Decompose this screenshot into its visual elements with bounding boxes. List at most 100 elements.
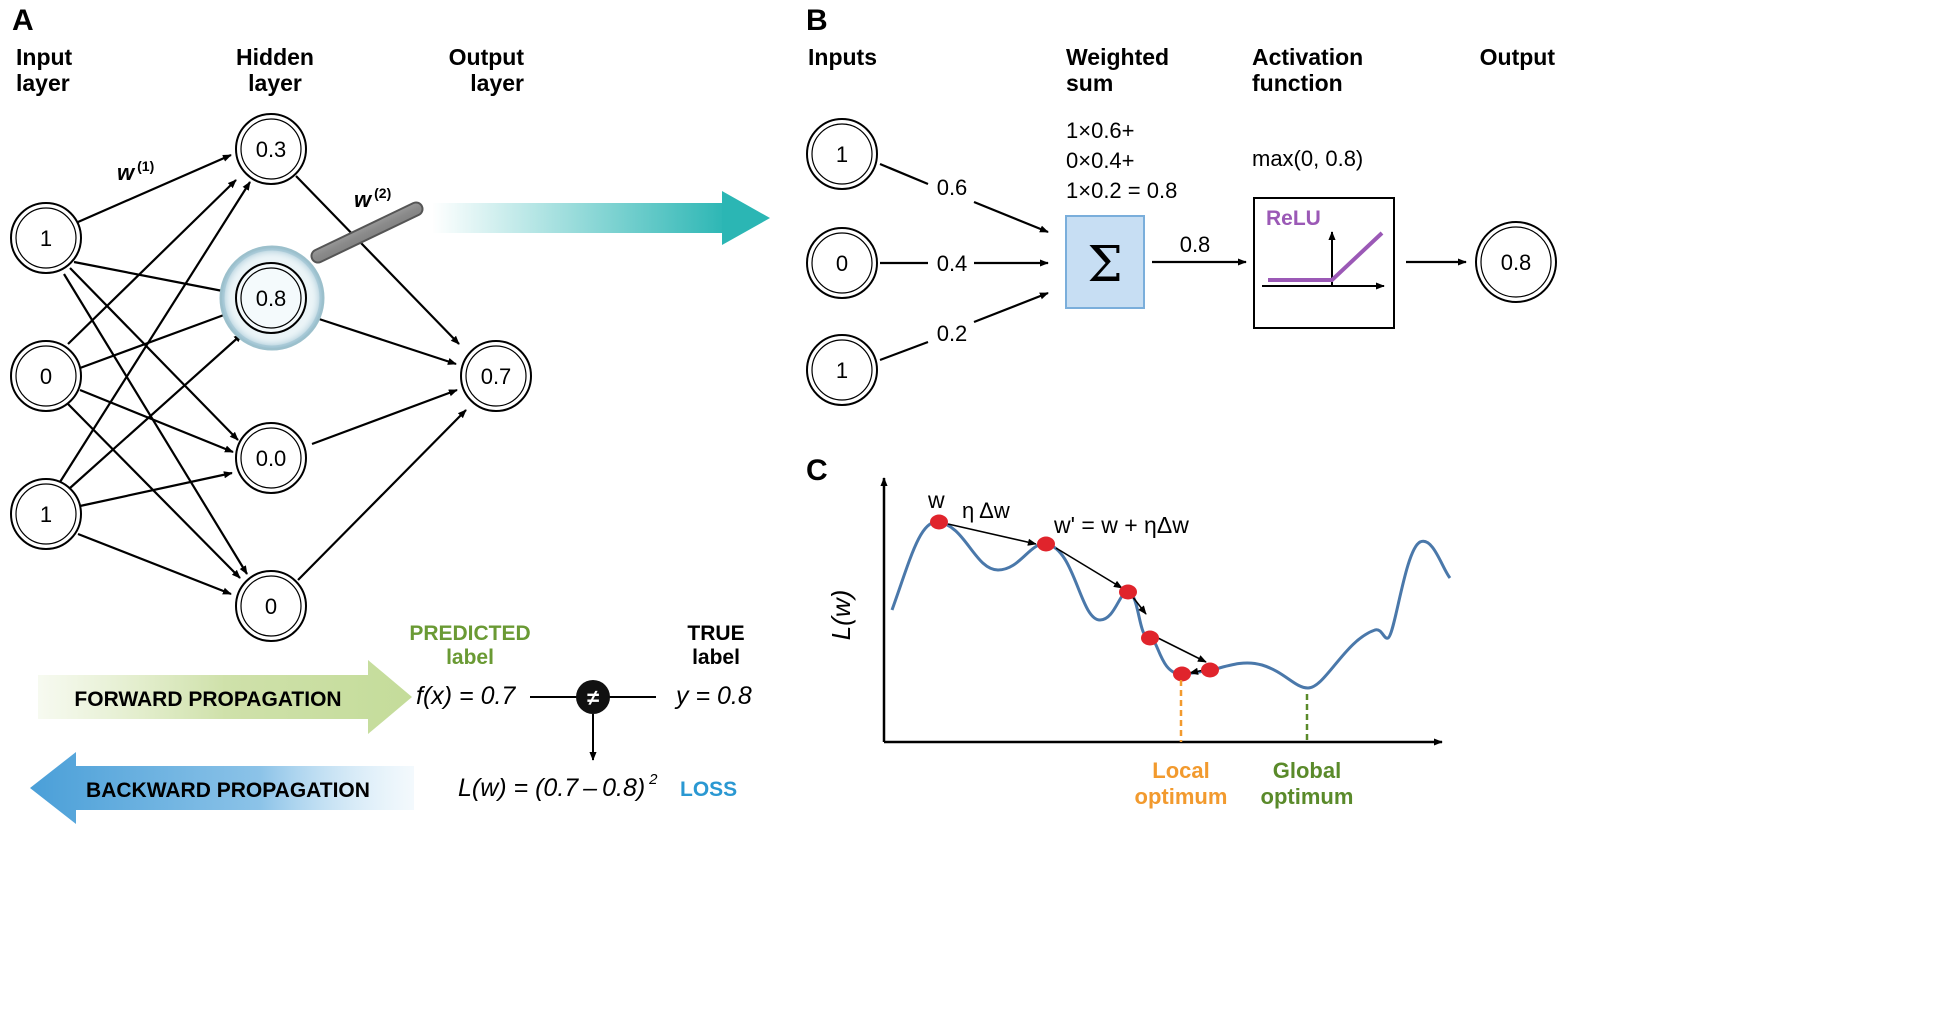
hidden-output-connections xyxy=(295,175,467,581)
output-node-value: 0.8 xyxy=(1501,250,1532,275)
backward-propagation-label: BACKWARD PROPAGATION xyxy=(86,779,370,802)
input-layer-header-line2: layer xyxy=(16,70,70,96)
output-node: 0.8 xyxy=(1475,221,1557,303)
hidden-node: 0 xyxy=(235,570,307,642)
edge xyxy=(77,532,232,596)
step-arrow xyxy=(1055,547,1123,589)
update-rule-label: w' = w + ηΔw xyxy=(1053,512,1189,538)
output-layer-header-line1: Output xyxy=(449,44,525,70)
weight-point xyxy=(1141,630,1159,646)
output-header: Output xyxy=(1480,44,1556,70)
hidden-node: 0.3 xyxy=(235,113,307,185)
hidden-node-value: 0.8 xyxy=(256,286,287,311)
forward-propagation-label: FORWARD PROPAGATION xyxy=(74,688,341,711)
not-equal-node xyxy=(576,680,610,714)
gradient-steps xyxy=(947,523,1207,675)
weight-point xyxy=(1037,536,1055,552)
panel-b-letter: B xyxy=(806,4,828,37)
weight-label: 0.2 xyxy=(937,321,968,346)
zoom-arrow xyxy=(432,191,770,245)
input-node: 1 xyxy=(10,478,82,550)
edge xyxy=(295,175,460,345)
edge xyxy=(311,388,458,446)
weighted-sum-box: Σ xyxy=(1065,215,1145,309)
relu-label: ReLU xyxy=(1266,207,1321,230)
global-optimum-label-line2: optimum xyxy=(1261,784,1354,809)
weight-point xyxy=(1173,666,1191,682)
forward-propagation-arrow: FORWARD PROPAGATION xyxy=(38,660,412,734)
edge xyxy=(79,388,234,454)
hidden-layer-header-line2: layer xyxy=(248,70,302,96)
predicted-label-line2: label xyxy=(446,646,494,669)
hidden-node-value: 0.0 xyxy=(256,446,287,471)
hidden-node-value: 0.3 xyxy=(256,137,287,162)
activation-box: ReLU xyxy=(1253,197,1395,329)
weighted-sum-header-line1: Weighted xyxy=(1066,44,1169,70)
edge-segment xyxy=(879,162,929,186)
input-node: 1 xyxy=(806,118,878,190)
edge xyxy=(973,291,1049,324)
activation-header-line1: Activation xyxy=(1252,44,1363,70)
w2-label: w(2) xyxy=(354,185,391,212)
inputs-header: Inputs xyxy=(808,44,877,70)
panel-b: B Inputs Weighted sum Activation functio… xyxy=(806,4,1557,406)
panel-c-letter: C xyxy=(806,454,828,487)
true-value: y = 0.8 xyxy=(674,682,752,710)
hidden-node: 0.8 xyxy=(235,262,307,334)
edge xyxy=(79,310,233,370)
backward-propagation-arrow: BACKWARD PROPAGATION xyxy=(30,752,414,824)
input-hidden-connections xyxy=(59,153,251,596)
sum-equation-line2: 0×0.4+ xyxy=(1066,148,1135,173)
output-node-value: 0.7 xyxy=(481,364,512,389)
local-optimum-label-line2: optimum xyxy=(1135,784,1228,809)
w1-label: w(1) xyxy=(117,158,154,185)
step-size-label: η Δw xyxy=(962,498,1010,523)
hidden-node-value: 0 xyxy=(265,594,277,619)
input-node-value: 0 xyxy=(836,251,848,276)
weighted-edges xyxy=(879,162,1467,362)
edge xyxy=(67,179,237,345)
edge xyxy=(69,267,239,441)
edge-segment xyxy=(879,340,929,362)
edge xyxy=(297,409,467,581)
edge xyxy=(77,153,232,224)
step-arrow xyxy=(1131,595,1147,615)
weight-point xyxy=(1201,662,1219,678)
hidden-node: 0.0 xyxy=(235,422,307,494)
edge xyxy=(59,181,251,483)
relu-curve xyxy=(1268,231,1384,282)
input-node: 0 xyxy=(806,227,878,299)
input-node: 0 xyxy=(10,340,82,412)
local-optimum-label-line1: Local xyxy=(1152,758,1209,783)
weight-label: 0.6 xyxy=(937,175,968,200)
input-node-value: 1 xyxy=(836,358,848,383)
edge xyxy=(73,260,234,295)
input-node: 1 xyxy=(10,202,82,274)
y-axis-label: L(w) xyxy=(826,590,856,641)
weighted-sum-header-line2: sum xyxy=(1066,70,1113,96)
activation-header-line2: function xyxy=(1252,70,1343,96)
input-node-value: 1 xyxy=(40,226,52,251)
panel-c: C L(w) w η Δw w' = w + ηΔw Local optimum… xyxy=(806,454,1452,809)
weight-point xyxy=(1119,584,1137,600)
step-arrow xyxy=(947,523,1037,546)
loss-formula: L(w) = (0.7 – 0.8)2 xyxy=(458,771,658,802)
loss-label: LOSS xyxy=(680,778,737,801)
max-expression: max(0, 0.8) xyxy=(1252,146,1363,171)
weight-points xyxy=(930,514,1219,682)
input-node-value: 1 xyxy=(836,142,848,167)
edge xyxy=(63,273,248,575)
hidden-layer-header-line1: Hidden xyxy=(236,44,314,70)
edge xyxy=(315,316,457,366)
true-label-line1: TRUE xyxy=(687,622,744,645)
input-node: 1 xyxy=(806,334,878,406)
predicted-label-line1: PREDICTED xyxy=(409,622,530,645)
weight-label: 0.4 xyxy=(937,251,968,276)
loss-curve xyxy=(890,520,1452,690)
panel-a-letter: A xyxy=(12,4,34,37)
output-layer-header-line2: layer xyxy=(470,70,524,96)
edge xyxy=(69,333,243,489)
global-optimum-label-line1: Global xyxy=(1273,758,1341,783)
not-equal-icon: ≠ xyxy=(587,685,599,710)
